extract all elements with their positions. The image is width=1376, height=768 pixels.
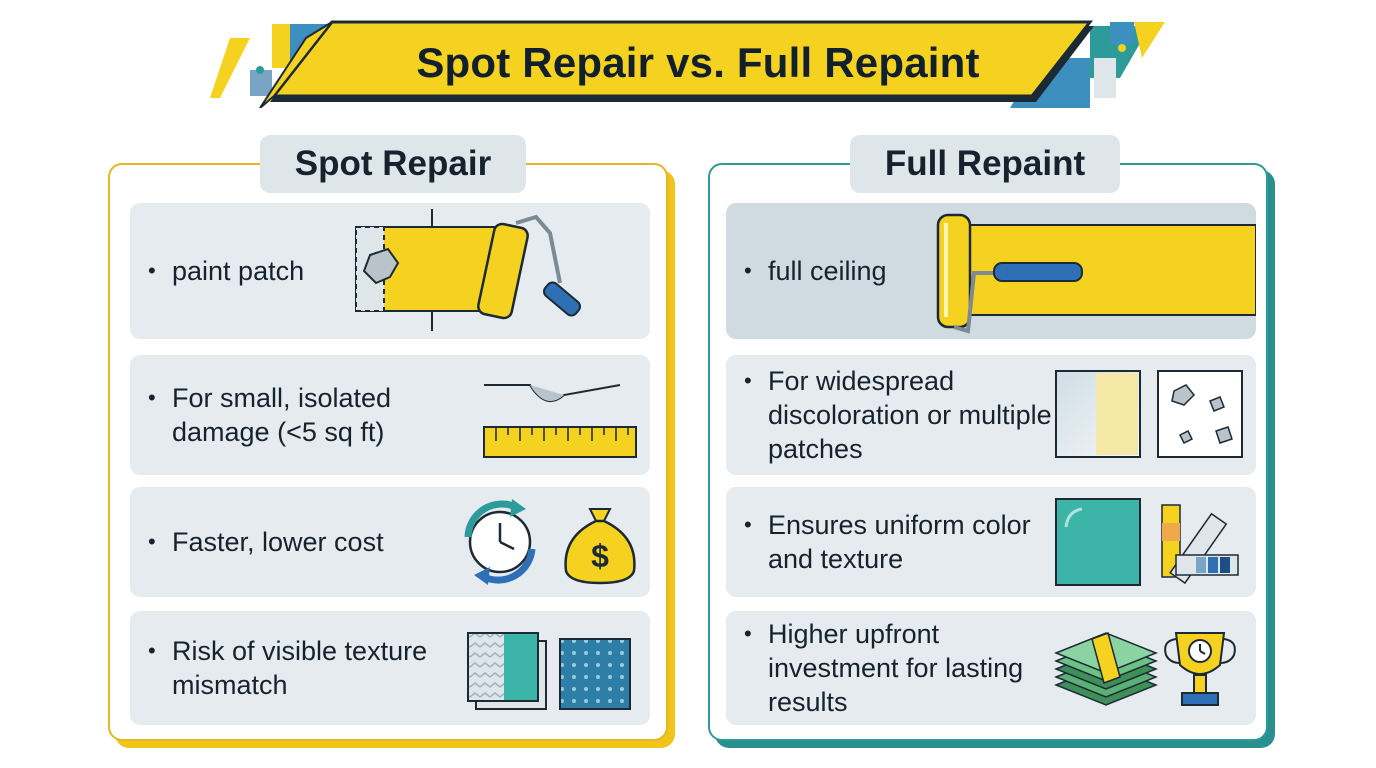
row-label: Ensures uniform color and texture [768,510,1031,574]
bullet: • [148,529,156,554]
spot-repair-row-4: • Risk of visible texture mismatch [130,611,650,725]
money-bag-icon: $ [564,508,636,585]
bullet: • [148,638,156,663]
row-label: full ceiling [768,256,887,286]
bullet: • [744,512,752,537]
bullet: • [148,385,156,410]
paint-roller-patch-icon [350,203,640,339]
full-repaint-row-1: • full ceiling [726,203,1256,339]
color-fan-deck-icon [1161,504,1239,585]
bullet: • [744,621,752,646]
discoloration-swatch-icon [1046,355,1246,475]
full-repaint-row-4: • Higher upfront investment for lasting … [726,611,1256,725]
row-label: Higher upfront investment for lasting re… [768,619,1024,717]
page-title: Spot Repair vs. Full Repaint [416,39,980,86]
title-banner-decoration [210,20,1165,108]
row-label: Faster, lower cost [172,527,384,557]
bullet: • [744,368,752,393]
spot-repair-panel: Spot Repair • paint patch • [108,135,668,741]
bullet: • [744,258,752,283]
spot-repair-row-3: • Faster, lower cost $ [130,487,650,597]
spot-repair-row-1: • paint patch [130,203,650,339]
full-repaint-row-2: • For widespread discoloration or multip… [726,355,1256,475]
trophy-icon [1164,632,1236,706]
clock-cycle-icon: $ [450,487,640,597]
bullet: • [148,258,156,283]
texture-mismatch-icon [460,611,640,725]
ruler-dent-icon [460,355,640,475]
full-repaint-row-3: • Ensures uniform color and texture [726,487,1256,597]
spot-repair-row-2: • For small, isolated damage (<5 sq ft) [130,355,650,475]
uniform-swatch-icon [1046,487,1246,597]
full-repaint-panel: Full Repaint • full ceiling • For widesp… [708,135,1268,741]
row-label: Risk of visible texture mismatch [172,636,428,700]
dollar-sign-glyph: $ [591,538,609,574]
full-repaint-heading: Full Repaint [850,135,1120,193]
paint-roller-full-icon [916,203,1256,339]
row-label: For small, isolated damage (<5 sq ft) [172,383,392,447]
row-label: For widespread discoloration or multiple… [768,366,1052,464]
title-banner: Spot Repair vs. Full Repaint [210,18,1170,108]
cash-stack-icon [1046,611,1246,725]
spot-repair-heading: Spot Repair [260,135,526,193]
row-label: paint patch [172,256,305,286]
